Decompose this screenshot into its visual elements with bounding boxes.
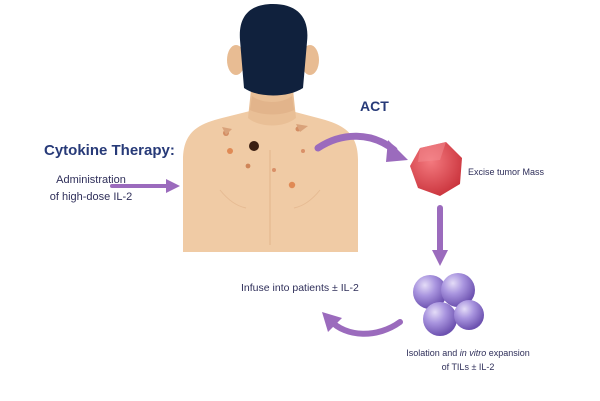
- patient-head: [227, 4, 319, 96]
- arrow-admin-to-patient: [110, 179, 180, 193]
- excise-tumor-label: Excise tumor Mass: [468, 167, 545, 177]
- til-cell: [454, 300, 484, 330]
- cytokine-therapy-title: Cytokine Therapy:: [44, 142, 175, 159]
- til-cell: [413, 275, 447, 309]
- isolation-post: expansion: [486, 348, 530, 358]
- skin-lesions: [222, 124, 308, 189]
- tumor-mass: [410, 142, 462, 196]
- patient-torso: [183, 80, 358, 252]
- administration-line-2: of high-dose IL-2: [49, 191, 133, 203]
- isolation-line-1: Isolation and in vitro expansion: [378, 346, 558, 360]
- til-cell: [423, 302, 457, 336]
- act-title: ACT: [360, 98, 389, 114]
- administration-label: Administration of high-dose IL-2: [36, 172, 146, 206]
- infuse-patients-label: Infuse into patients ± IL-2: [241, 282, 359, 294]
- isolation-expansion-label: Isolation and in vitro expansion of TILs…: [378, 346, 558, 374]
- isolation-line-2: of TILs ± IL-2: [441, 362, 495, 372]
- arrow-patient-to-tumor: [314, 132, 408, 162]
- left-ear: [227, 45, 245, 75]
- isolation-italic: in vitro: [459, 348, 487, 358]
- til-cell: [441, 273, 475, 307]
- isolation-pre: Isolation and: [406, 348, 460, 358]
- arrow-cells-to-infuse: [322, 312, 403, 337]
- administration-line-1: Administration: [56, 174, 126, 186]
- til-cell-cluster: [413, 273, 484, 336]
- hair: [239, 4, 308, 96]
- arrow-tumor-to-cells: [432, 205, 448, 266]
